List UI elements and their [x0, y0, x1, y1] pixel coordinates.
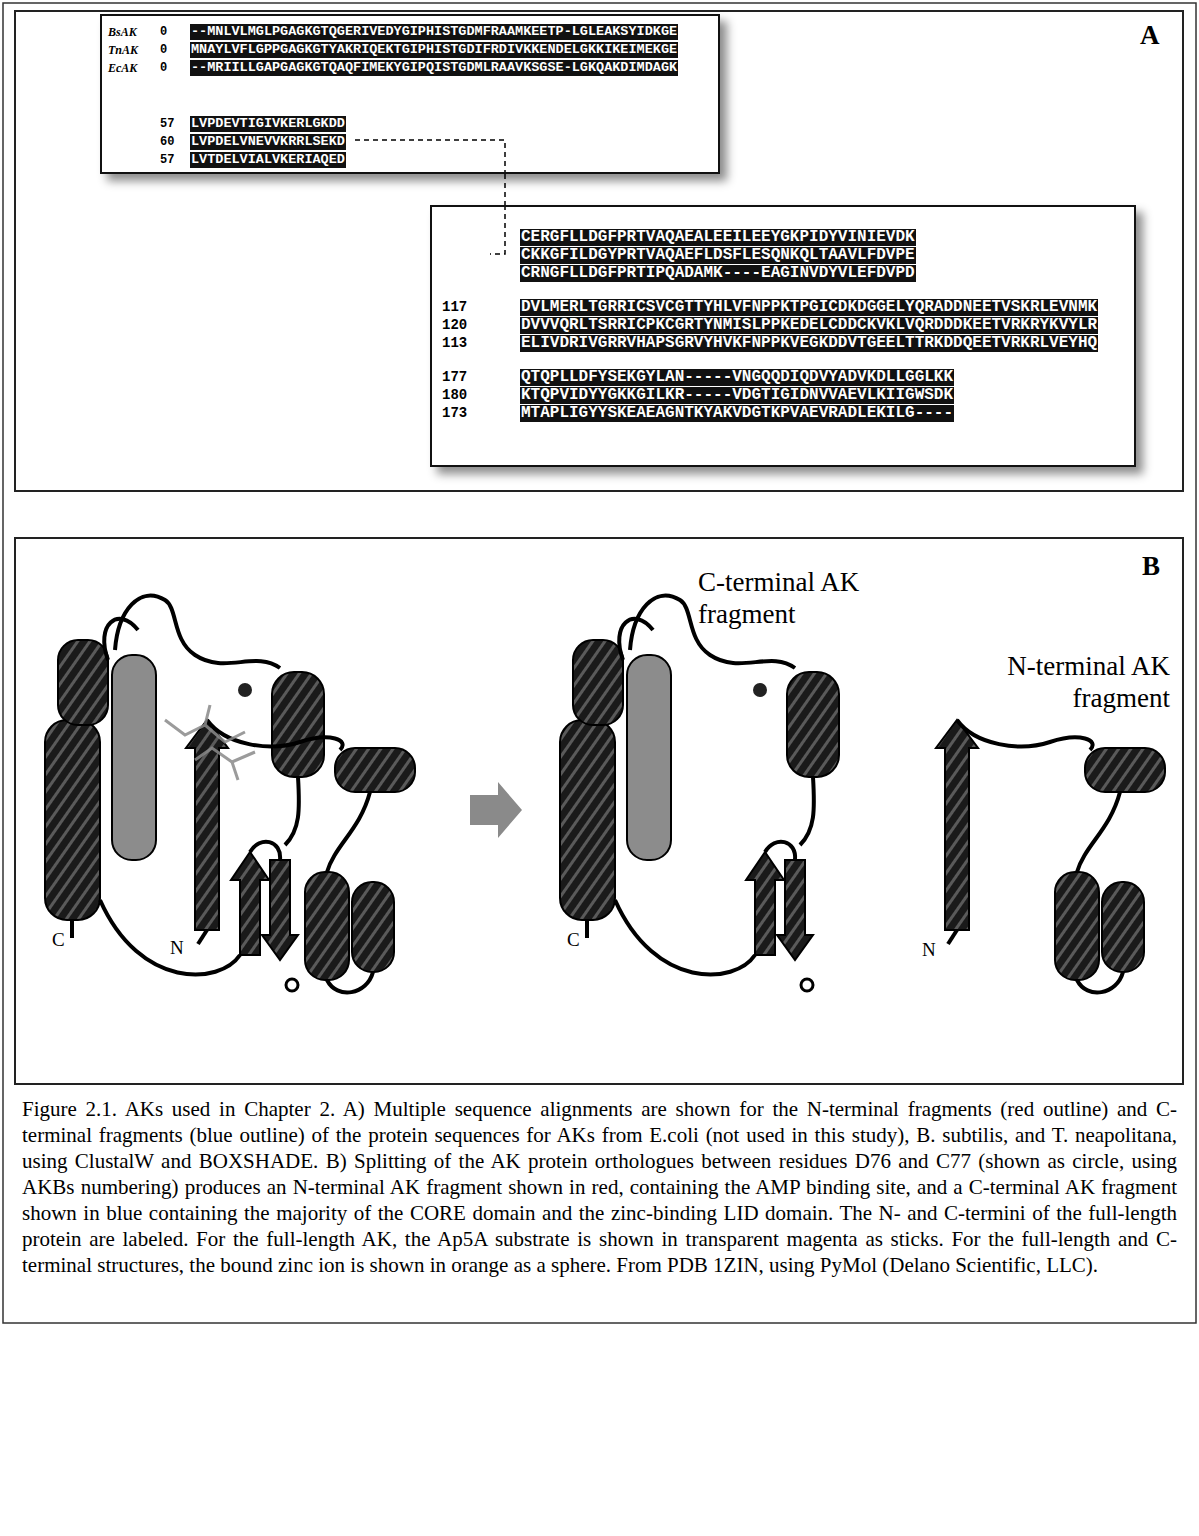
species-name: EcAK — [108, 60, 137, 76]
sequence-row: DVVVQRLTSRRICPKCGRTYNMISLPPKEDELCDDCKVKL… — [520, 317, 1098, 334]
fragment-label: N-terminal AK fragment — [955, 650, 1170, 715]
residue-number: 120 — [442, 317, 467, 334]
alignment-box: BsAK 0 --MNLVLMGLPGAGKGTQGERIVEDYGIPHISTGD… — [100, 14, 720, 174]
residue-number: 173 — [442, 405, 467, 422]
terminus-label: N — [922, 940, 936, 960]
residue-number: 177 — [442, 369, 467, 386]
panel-frame: B — [14, 537, 1184, 1085]
panel-letter: B — [1142, 551, 1160, 582]
sequence-row: ELIVDRIVGRRVHAPSGRVYHVKFNPPKVEGKDDVTGEEL… — [520, 335, 1098, 352]
sequence-row: CERGFLLDGFPRTVAQAEALEEILEEYGKPIDYVINIEVD… — [520, 229, 916, 246]
terminus-label: N — [170, 938, 184, 958]
residue-number: 180 — [442, 387, 467, 404]
sequence-row: CRNGFLLDGFPRTIPQADAMK----EAGINVDYVLEFDVP… — [520, 265, 916, 282]
residue-number: 0 — [160, 60, 167, 76]
sequence-row: MNAYLVFLGPPGAGKGTYAKRIQEKTGIPHISTGDIFRDI… — [190, 42, 678, 58]
alignment-box: CERGFLLDGFPRTVAQAEALEEILEEYGKPIDYVINIEVD… — [430, 205, 1136, 467]
panel-letter: A — [1140, 20, 1160, 51]
sequence-row: LVTDELVIALVKERIAQED — [190, 152, 346, 168]
panel-frame: A BsAK 0 --MNLVLMGLPGAGKGTQGERIVEDYGIPHISTG… — [14, 10, 1184, 492]
sequence-row: KTQPVIDYYGKKGILKR-----VDGTIGIDNVVAEVLKII… — [520, 387, 954, 404]
species-name: BsAK — [108, 24, 137, 40]
residue-number: 0 — [160, 24, 167, 40]
sequence-row: --MRIILLGAPGAGKGTQAQFIMEKYGIPQISTGDMLRAA… — [190, 60, 678, 76]
sequence-row: --MNLVLMGLPGAGKGTQGERIVEDYGIPHISTGDMFRAA… — [190, 24, 678, 40]
sequence-row: MTAPLIGYYSKEAEAGNTKYAKVDGTKPVAEVRADLEKIL… — [520, 405, 954, 422]
figure-caption: Figure 2.1. AKs used in Chapter 2. A) Mu… — [22, 1096, 1177, 1278]
fragment-label: C-terminal AK fragment — [698, 566, 913, 631]
species-name: TnAK — [108, 42, 138, 58]
residue-number: 57 — [160, 116, 174, 132]
residue-number: 57 — [160, 152, 174, 168]
residue-number: 113 — [442, 335, 467, 352]
residue-number: 60 — [160, 134, 174, 150]
residue-number: 0 — [160, 42, 167, 58]
sequence-row: DVLMERLTGRRICSVCGTTYHLVFNPPKTPGICDKDGGEL… — [520, 299, 1098, 316]
sequence-row: LVPDEVTIGIVKERLGKDD — [190, 116, 346, 132]
residue-number: 117 — [442, 299, 467, 316]
sequence-row: CKKGFILDGYPRTVAQAEFLDSFLESQNKQLTAAVLFDVP… — [520, 247, 916, 264]
sequence-row: LVPDELVNEVVKRRLSEKD — [190, 134, 346, 150]
terminus-label: C — [567, 930, 580, 950]
sequence-row: QTQPLLDFYSEKGYLAN-----VNGQQDIQDVYADVKDLL… — [520, 369, 954, 386]
dashed-connector — [504, 174, 506, 205]
terminus-label: C — [52, 930, 65, 950]
